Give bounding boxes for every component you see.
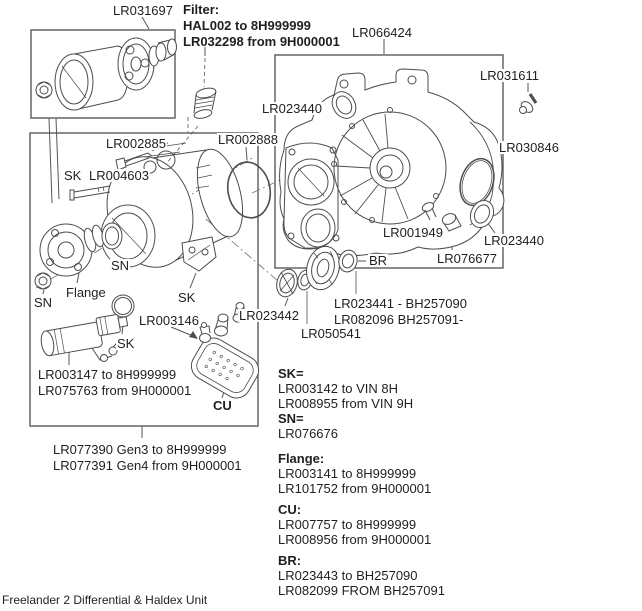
page-title: Freelander 2 Differential & Haldex Unit	[2, 593, 208, 607]
generation-note-line2: LR077391 Gen4 from 9H000001	[53, 457, 242, 473]
label-lr031611: LR031611	[479, 68, 541, 83]
pump-note-line2: LR075763 from 9H000001	[38, 382, 192, 398]
label-lr002888: LR002888	[217, 132, 279, 147]
differential-box	[274, 54, 504, 269]
label-lr002885: LR002885	[105, 136, 167, 151]
label-sk-bracket: SK	[177, 290, 197, 305]
label-lr023440-top: LR023440	[261, 101, 323, 116]
label-lr066424: LR066424	[351, 25, 413, 40]
legend-flange-line2: LR101752 from 9H000001	[278, 481, 432, 496]
control-unit-drawing	[190, 302, 260, 399]
label-lr004603: LR004603	[88, 168, 150, 183]
label-lr003146: LR003146	[138, 313, 200, 328]
label-lr001949: LR001949	[382, 225, 444, 240]
pump-drawing	[40, 314, 129, 357]
legend-sk-heading: SK=	[278, 366, 304, 381]
label-flange: Flange	[65, 285, 107, 300]
filter-note-line2: LR032298 from 9H000001	[183, 34, 340, 49]
legend-sk-line1: LR003142 to VIN 8H	[278, 381, 398, 396]
bearing-note-line1: LR023441 - BH257090	[334, 296, 467, 311]
label-br: BR	[368, 253, 389, 268]
haldex-coupling-drawing	[69, 142, 244, 272]
differential-housing-drawing	[279, 68, 505, 257]
gray-leaders	[306, 271, 357, 324]
bearing-note-line2: LR082096 BH257091-	[334, 311, 464, 327]
legend-br-line1: LR023443 to BH257090	[278, 568, 418, 583]
bearing-part-note: LR023441 - BH257090 LR082096 BH257091-	[334, 296, 467, 327]
legend-sn-heading: SN=	[278, 411, 304, 426]
generation-note-line1: LR077390 Gen3 to 8H999999	[53, 442, 227, 457]
differential-small-parts	[331, 91, 538, 232]
pump-part-note: LR003147 to 8H999999 LR075763 from 9H000…	[38, 367, 191, 398]
coupling-sleeve-drawing	[35, 37, 177, 111]
label-lr050541: LR050541	[300, 326, 362, 341]
label-lr076677: LR076677	[436, 251, 498, 266]
label-lr023442: LR023442	[238, 308, 300, 323]
label-cu: CU	[212, 398, 233, 413]
filter-note: Filter: HAL002 to 8H999999 LR032298 from…	[183, 2, 340, 50]
group-boxes	[29, 29, 504, 427]
haldex-unit-box	[29, 132, 259, 427]
legend-sn-line1: LR076676	[278, 426, 338, 441]
legend-br-heading: BR:	[278, 553, 302, 568]
label-lr023440-bottom: LR023440	[483, 233, 545, 248]
bearing-stack-drawing	[276, 245, 358, 298]
filter-note-heading: Filter:	[183, 2, 220, 17]
abbreviation-legend: SK= LR003142 to VIN 8H LR008955 from VIN…	[278, 366, 445, 598]
legend-flange-heading: Flange:	[278, 451, 325, 466]
generation-note: LR077390 Gen3 to 8H999999 LR077391 Gen4 …	[53, 442, 242, 473]
label-lr031697: LR031697	[112, 3, 174, 18]
legend-cu-line2: LR008956 from 9H000001	[278, 532, 432, 547]
legend-flange-line1: LR003141 to 8H999999	[278, 466, 417, 481]
label-sk-stud: SK	[63, 168, 83, 183]
filter-part-drawing	[193, 87, 217, 119]
label-lr030846: LR030846	[498, 140, 560, 155]
legend-cu-heading: CU:	[278, 502, 302, 517]
filter-note-line1: HAL002 to 8H999999	[183, 18, 311, 33]
coupling-kit-box	[30, 29, 176, 119]
legend-sk-line2: LR008955 from VIN 9H	[278, 396, 414, 411]
pump-note-line1: LR003147 to 8H999999	[38, 367, 177, 382]
label-sk-ring: SK	[116, 336, 136, 351]
label-sn-nut: SN	[33, 295, 54, 310]
flange-and-seals-drawing	[34, 161, 272, 318]
label-sn-seal: SN	[110, 258, 131, 273]
legend-br-line2: LR082099 FROM BH257091	[278, 583, 445, 598]
arrowhead-lr003146	[189, 331, 198, 339]
pump-connector-drawing	[91, 341, 119, 362]
legend-cu-line1: LR007757 to 8H999999	[278, 517, 417, 532]
